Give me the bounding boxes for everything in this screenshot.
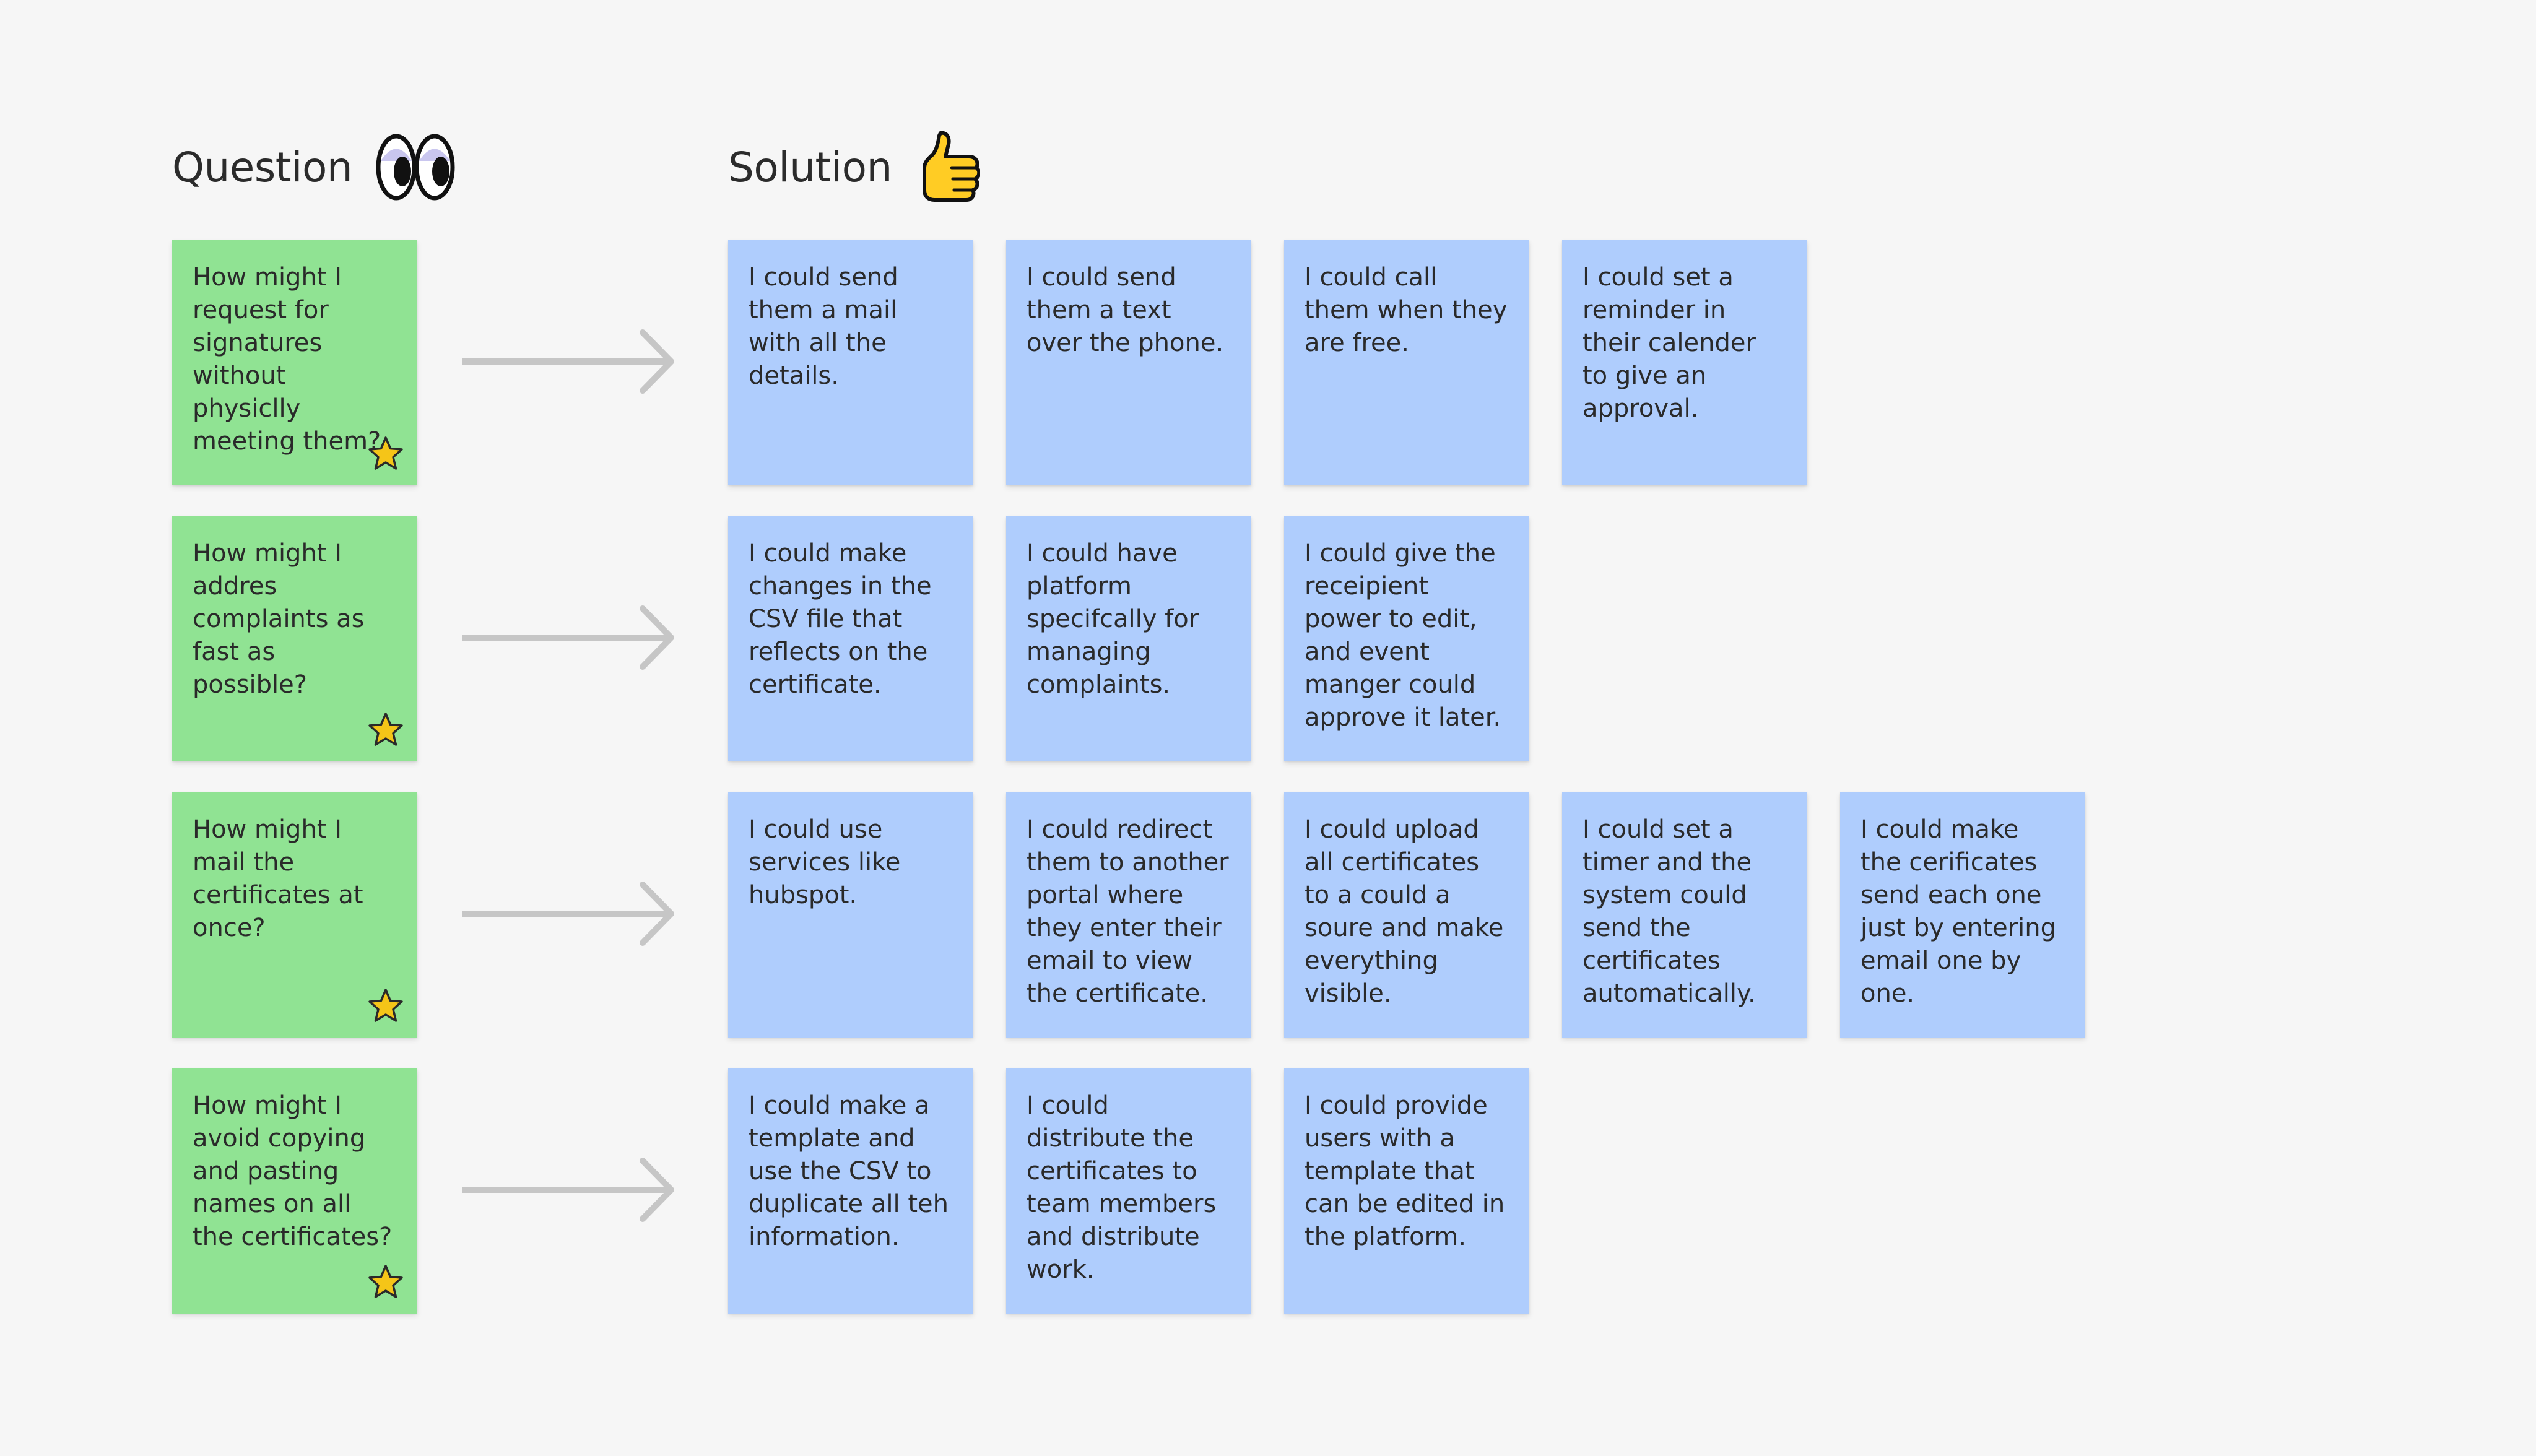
solution-note[interactable]: I could make a template and use the CSV … bbox=[728, 1068, 973, 1314]
arrow-right-icon bbox=[462, 882, 674, 946]
solution-note-text: I could redirect them to another portal … bbox=[1027, 815, 1229, 1008]
solution-note[interactable]: I could have platform specifcally for ma… bbox=[1006, 516, 1251, 761]
question-note[interactable]: How might I addres complaints as fast as… bbox=[172, 516, 417, 761]
solution-header-title: Solution bbox=[728, 143, 892, 191]
solution-note[interactable]: I could upload all certificates to a cou… bbox=[1284, 792, 1529, 1038]
question-note-text: How might I addres complaints as fast as… bbox=[193, 539, 365, 699]
solution-note-text: I could make changes in the CSV file tha… bbox=[749, 539, 932, 699]
question-note-text: How might I mail the certificates at onc… bbox=[193, 815, 363, 942]
solution-note[interactable]: I could set a timer and the system could… bbox=[1562, 792, 1807, 1038]
solution-note-text: I could make a template and use the CSV … bbox=[749, 1091, 949, 1251]
solution-note[interactable]: I could use services like hubspot. bbox=[728, 792, 973, 1038]
solution-note-text: I could use services like hubspot. bbox=[749, 815, 901, 909]
solution-note-text: I could send them a text over the phone. bbox=[1027, 263, 1224, 357]
question-note[interactable]: How might I request for signatures witho… bbox=[172, 240, 417, 485]
question-column-header: Question bbox=[172, 124, 455, 210]
solution-note[interactable]: I could send them a mail with all the de… bbox=[728, 240, 973, 485]
solution-note-text: I could upload all certificates to a cou… bbox=[1305, 815, 1504, 1008]
solution-note[interactable]: I could provide users with a template th… bbox=[1284, 1068, 1529, 1314]
question-header-title: Question bbox=[172, 143, 353, 191]
solution-note-text: I could set a timer and the system could… bbox=[1583, 815, 1756, 1008]
star-icon bbox=[368, 1265, 403, 1298]
solution-note-text: I could distribute the certificates to t… bbox=[1027, 1091, 1217, 1284]
arrow-right-icon bbox=[462, 1158, 674, 1222]
star-icon bbox=[368, 713, 403, 746]
star-icon bbox=[368, 989, 403, 1022]
solution-note-text: I could provide users with a template th… bbox=[1305, 1091, 1505, 1251]
question-note[interactable]: How might I mail the certificates at onc… bbox=[172, 792, 417, 1038]
question-note[interactable]: How might I avoid copying and pasting na… bbox=[172, 1068, 417, 1314]
solution-note[interactable]: I could make the cerificates send each o… bbox=[1840, 792, 2085, 1038]
question-note-text: How might I request for signatures witho… bbox=[193, 263, 381, 456]
solution-note[interactable]: I could give the receipient power to edi… bbox=[1284, 516, 1529, 761]
solution-note-text: I could set a reminder in their calender… bbox=[1583, 263, 1756, 423]
solution-note[interactable]: I could send them a text over the phone. bbox=[1006, 240, 1251, 485]
solution-note[interactable]: I could call them when they are free. bbox=[1284, 240, 1529, 485]
solution-note[interactable]: I could distribute the certificates to t… bbox=[1006, 1068, 1251, 1314]
solution-note-text: I could call them when they are free. bbox=[1305, 263, 1508, 357]
arrow-right-icon bbox=[462, 605, 674, 670]
solution-note-text: I could give the receipient power to edi… bbox=[1305, 539, 1501, 732]
eyes-icon bbox=[376, 134, 455, 201]
solution-note-text: I could have platform specifcally for ma… bbox=[1027, 539, 1199, 699]
solution-note-text: I could send them a mail with all the de… bbox=[749, 263, 898, 390]
arrow-right-icon bbox=[462, 329, 674, 394]
solution-note[interactable]: I could set a reminder in their calender… bbox=[1562, 240, 1807, 485]
solution-column-header: Solution bbox=[728, 124, 980, 210]
star-icon bbox=[368, 436, 403, 470]
solution-note[interactable]: I could redirect them to another portal … bbox=[1006, 792, 1251, 1038]
solution-note[interactable]: I could make changes in the CSV file tha… bbox=[728, 516, 973, 761]
thumbs-up-icon bbox=[922, 131, 980, 202]
solution-note-text: I could make the cerificates send each o… bbox=[1861, 815, 2057, 1008]
question-note-text: How might I avoid copying and pasting na… bbox=[193, 1091, 393, 1251]
